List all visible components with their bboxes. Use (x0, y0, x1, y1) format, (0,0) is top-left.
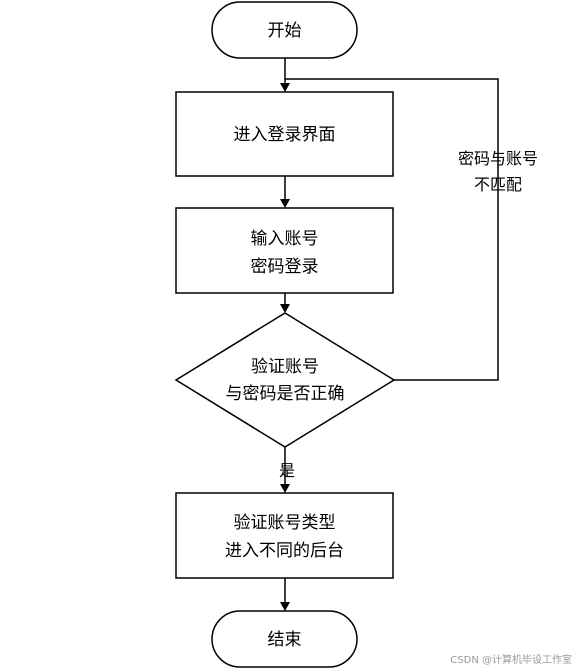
route-backend-label-line2: 进入不同的后台 (225, 541, 344, 561)
login-screen-node: 进入登录界面 (175, 91, 394, 177)
yes-edge-label: 是 (279, 461, 295, 480)
mismatch-edge-label: 密码与账号 不匹配 (458, 149, 538, 194)
edge-route-to-end (280, 578, 290, 611)
input-credentials-label-line2: 密码登录 (251, 257, 319, 277)
watermark: CSDN @计算机毕设工作室 (450, 653, 572, 666)
edge-verify-to-route (280, 447, 290, 493)
start-node-label: 开始 (268, 21, 302, 41)
login-screen-label: 进入登录界面 (234, 125, 336, 145)
edge-input-to-verify (280, 293, 290, 313)
route-backend-label-line1: 验证账号类型 (234, 513, 336, 533)
mismatch-edge-label-line2: 不匹配 (474, 175, 522, 194)
end-node-label: 结束 (268, 630, 302, 650)
verify-decision-label-line2: 与密码是否正确 (226, 384, 345, 404)
edge-mismatch-loop (285, 78, 499, 381)
route-backend-node: 验证账号类型 进入不同的后台 (175, 492, 394, 579)
verify-decision-node: 验证账号 与密码是否正确 (174, 312, 396, 448)
end-node: 结束 (211, 610, 358, 668)
start-node: 开始 (211, 1, 358, 59)
input-credentials-label-line1: 输入账号 (251, 229, 319, 249)
mismatch-edge-label-line1: 密码与账号 (458, 149, 538, 168)
edge-login-to-input (280, 176, 290, 208)
verify-decision-label-line1: 验证账号 (251, 357, 319, 377)
edge-start-to-login (280, 58, 290, 92)
input-credentials-node: 输入账号 密码登录 (175, 207, 394, 294)
